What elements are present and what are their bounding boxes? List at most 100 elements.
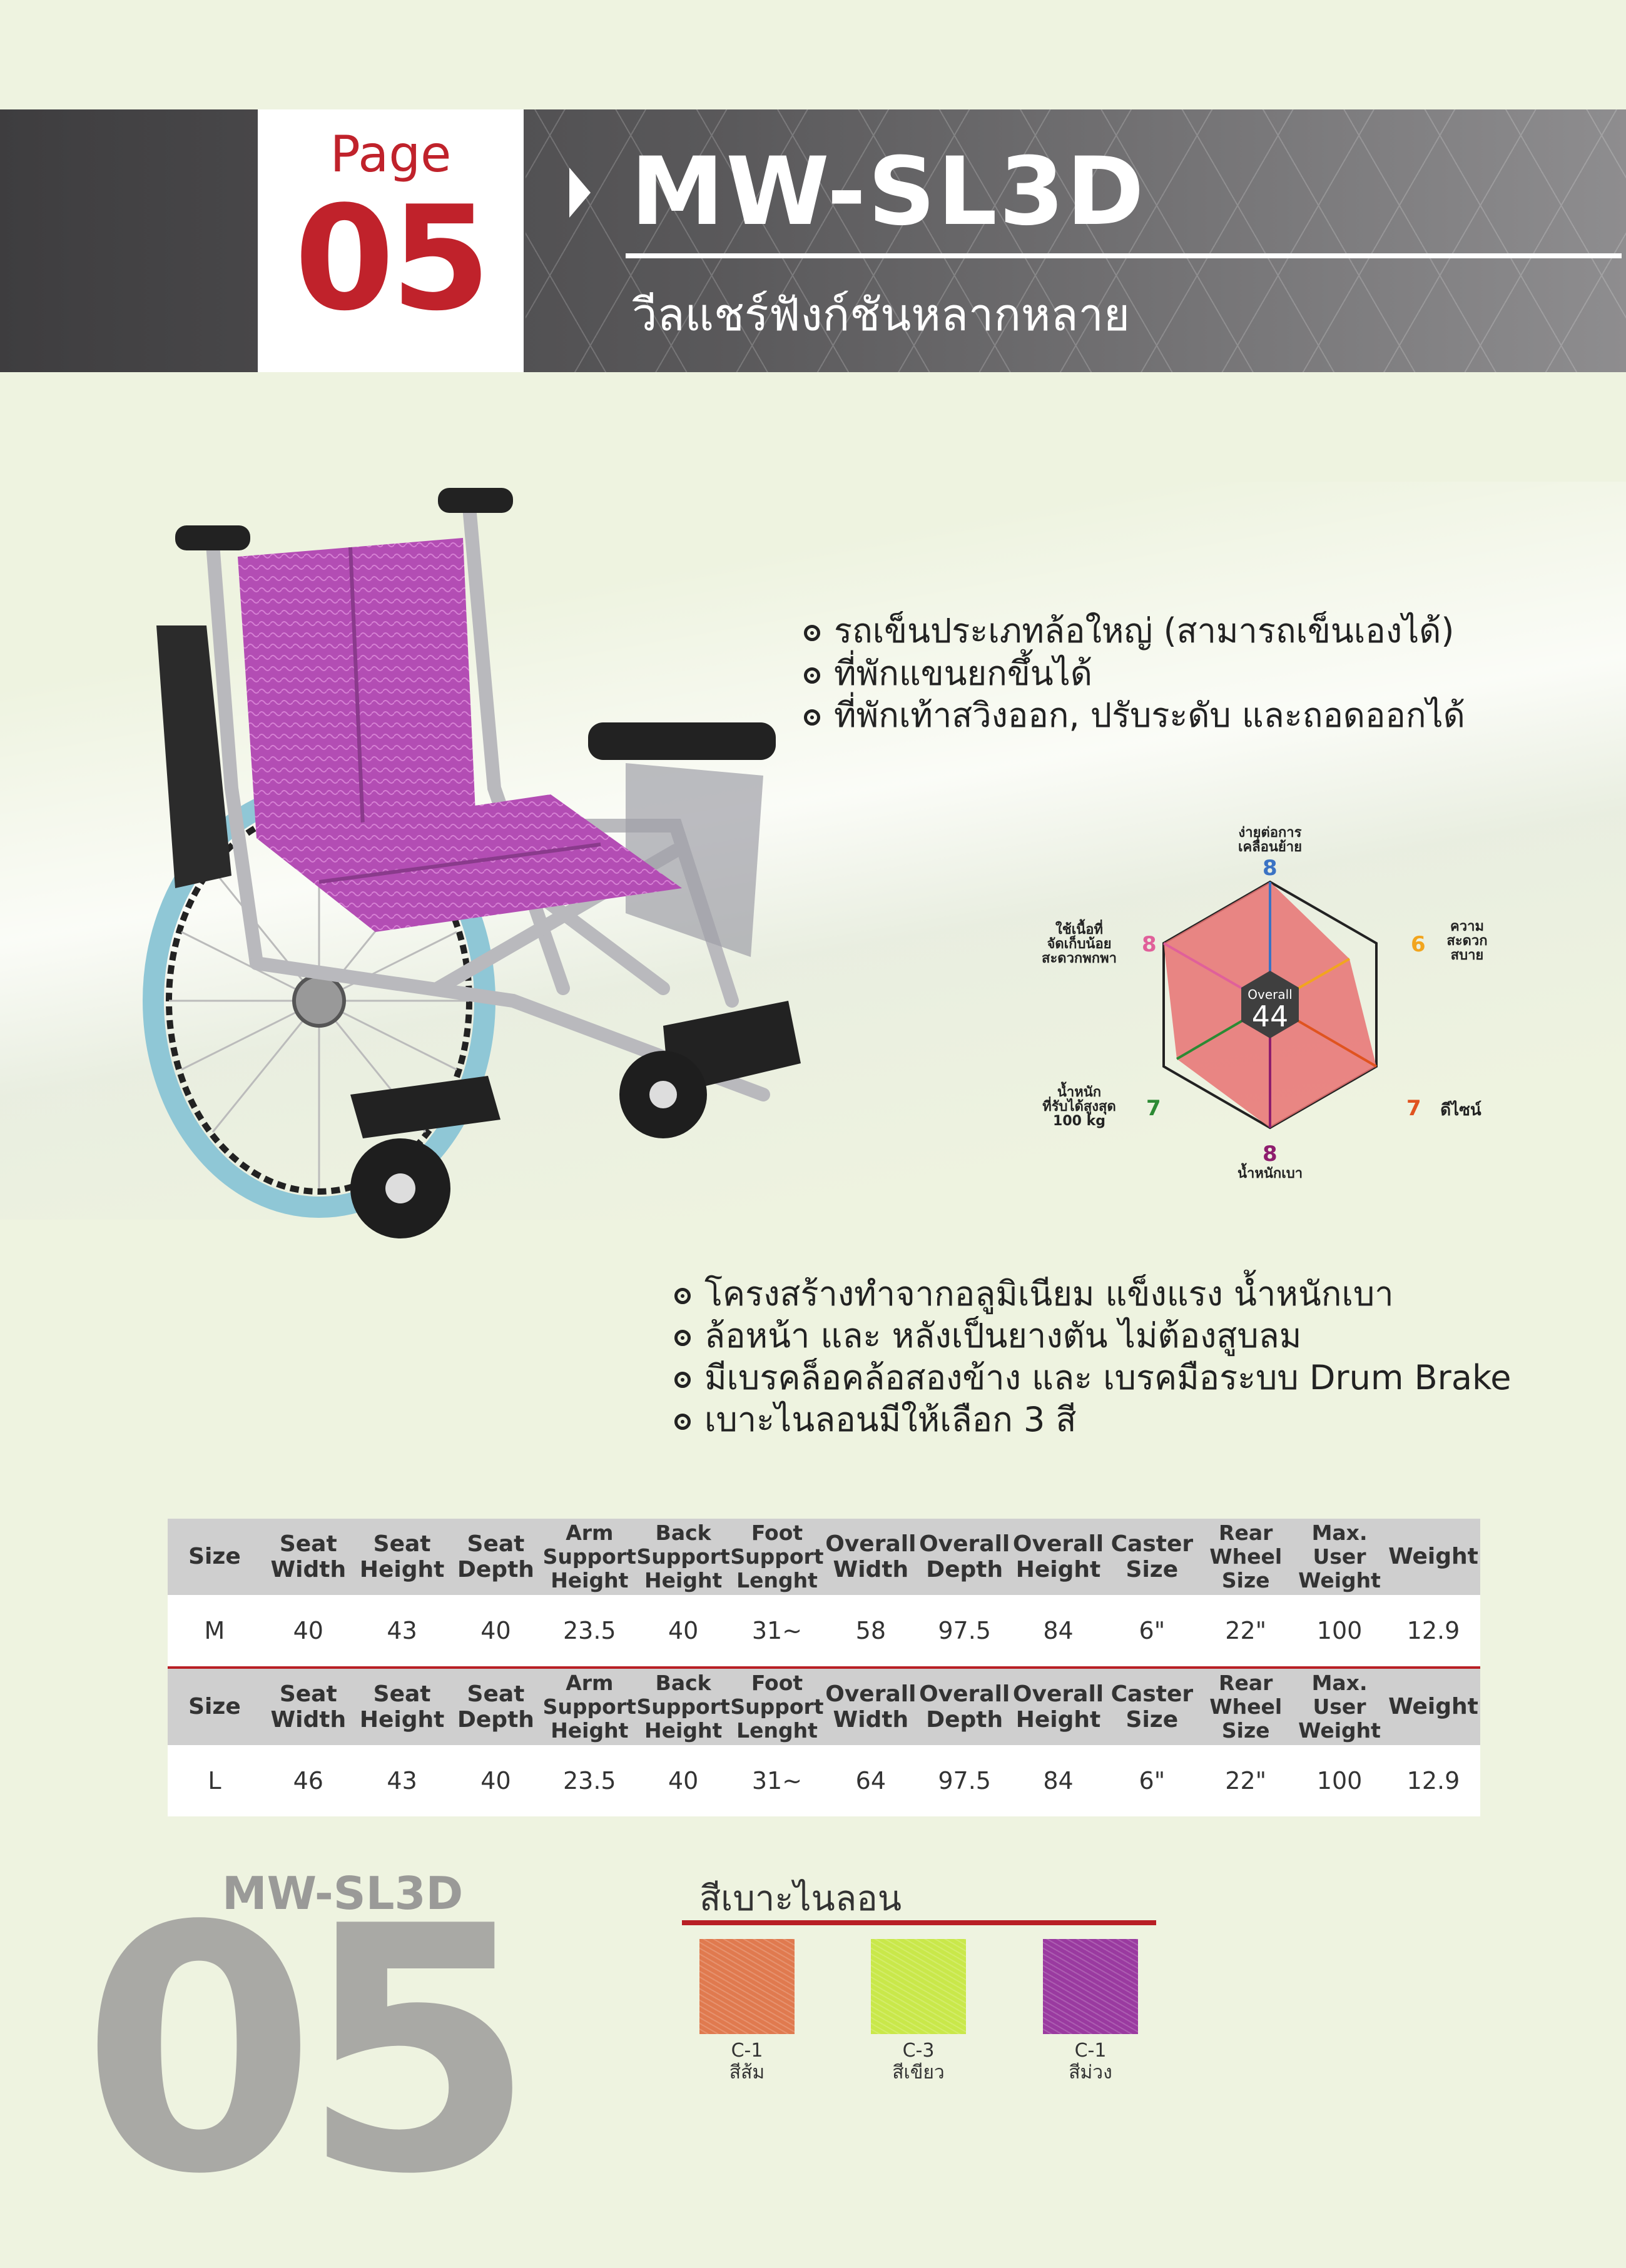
bullet-icon bbox=[804, 709, 820, 726]
spec-header-line: Size bbox=[188, 1694, 241, 1720]
title-divider bbox=[626, 253, 1622, 258]
spec-header-line: Size bbox=[1221, 1567, 1270, 1592]
spec-header-cell: Size bbox=[168, 1519, 262, 1595]
spec-header-line: Wheel bbox=[1209, 1544, 1283, 1569]
spec-header-line: Arm bbox=[566, 1521, 614, 1546]
spec-header-line: Height bbox=[359, 1707, 445, 1733]
spec-cell: 23.5 bbox=[542, 1595, 637, 1666]
feature-item: เบาะไนลอนมีให้เลือก 3 สี bbox=[674, 1399, 1512, 1441]
radar-axis-value: 8 bbox=[1263, 1142, 1278, 1167]
spec-cell: 40 bbox=[636, 1745, 731, 1816]
spec-header-line: Size bbox=[1221, 1718, 1270, 1743]
spec-cell: 31~ bbox=[730, 1595, 824, 1666]
spec-header-line: Depth bbox=[457, 1707, 534, 1733]
spec-cell: 40 bbox=[449, 1595, 543, 1666]
spec-cell: 22" bbox=[1199, 1595, 1293, 1666]
subtitle: วีลแชร์ฟังก์ชันหลากหลาย bbox=[632, 288, 1131, 341]
colors-title: สีเบาะไนลอน bbox=[699, 1878, 902, 1919]
feature-item: โครงสร้างทำจากอลูมิเนียม แข็งแรง น้ำหนัก… bbox=[674, 1273, 1512, 1315]
radar-axis-value: 8 bbox=[1142, 932, 1157, 957]
spec-cell: 97.5 bbox=[917, 1745, 1012, 1816]
spec-header-line: Rear bbox=[1219, 1671, 1273, 1696]
spec-header-line: Seat bbox=[373, 1531, 431, 1557]
spec-cell: 100 bbox=[1293, 1595, 1386, 1666]
spec-header-line: Back bbox=[655, 1521, 711, 1546]
spec-cell: 100 bbox=[1293, 1745, 1386, 1816]
radar-axis-label: ง่ายต่อการเคลื่อนย้าย bbox=[1237, 825, 1303, 856]
spec-header-cell: Weight bbox=[1386, 1519, 1480, 1595]
spec-header-line: Weight bbox=[1388, 1694, 1478, 1720]
spec-cell: 43 bbox=[355, 1745, 449, 1816]
spec-header-line: Size bbox=[1125, 1707, 1179, 1733]
spec-header-line: Back bbox=[655, 1671, 711, 1696]
spec-header-line: Support bbox=[542, 1544, 636, 1569]
bullet-icon bbox=[674, 1372, 691, 1389]
spec-header-line: User bbox=[1313, 1544, 1366, 1569]
radar-axis-label: ใช้เนื้อที่จัดเก็บน้อยสะดวกพกพา bbox=[1042, 922, 1117, 967]
features-top: รถเข็นประเภทล้อใหญ่ (สามารถเข็นเองได้) ท… bbox=[804, 610, 1465, 737]
spec-header-line: Height bbox=[644, 1718, 723, 1743]
table-divider bbox=[168, 1666, 1480, 1670]
bullet-icon bbox=[804, 667, 820, 684]
spec-cell: 97.5 bbox=[917, 1595, 1012, 1666]
spec-header-line: Seat bbox=[279, 1681, 337, 1707]
spec-header-line: Width bbox=[833, 1557, 909, 1582]
spec-cell: 40 bbox=[261, 1595, 355, 1666]
radar-axis-value: 6 bbox=[1411, 932, 1426, 957]
bullet-icon bbox=[804, 625, 820, 642]
spec-cell: 12.9 bbox=[1386, 1595, 1480, 1666]
bullet-icon bbox=[674, 1330, 691, 1347]
spec-header-line: Overall bbox=[825, 1681, 917, 1707]
spec-header-line: Height bbox=[359, 1557, 445, 1582]
spec-cell: 23.5 bbox=[542, 1745, 637, 1816]
spec-header-line: Overall bbox=[825, 1531, 917, 1557]
spec-cell: 12.9 bbox=[1386, 1745, 1480, 1816]
spec-header-line: Overall bbox=[1012, 1531, 1104, 1557]
spec-header-line: Foot bbox=[751, 1671, 803, 1696]
spec-header-line: Max. bbox=[1311, 1521, 1368, 1546]
spec-header-line: Support bbox=[636, 1694, 730, 1719]
spec-cell: 46 bbox=[261, 1745, 355, 1816]
spec-cell: 31~ bbox=[730, 1745, 824, 1816]
spec-header-line: Weight bbox=[1388, 1544, 1478, 1570]
title-arrow-icon bbox=[569, 168, 591, 218]
footer-model: MW-SL3D bbox=[222, 1867, 464, 1920]
spec-header-line: Size bbox=[1125, 1557, 1179, 1582]
feature-item: ที่พักเท้าสวิงออก, ปรับระดับ และถอดออกได… bbox=[804, 694, 1465, 737]
feature-item: มีเบรคล็อคล้อสองข้าง และ เบรคมือระบบ Dru… bbox=[674, 1357, 1512, 1399]
big-page-number: 05 bbox=[81, 1855, 536, 2248]
header-pattern bbox=[526, 109, 1626, 372]
spec-header-line: Depth bbox=[926, 1557, 1004, 1582]
spec-header-line: Width bbox=[270, 1557, 347, 1582]
feature-item: ที่พักแขนยกขึ้นได้ bbox=[804, 652, 1465, 695]
bullet-icon bbox=[674, 1414, 691, 1430]
spec-header-line: Height bbox=[551, 1718, 629, 1743]
page-box bbox=[258, 109, 524, 372]
colors-divider bbox=[682, 1920, 1156, 1925]
spec-header-line: Caster bbox=[1110, 1681, 1194, 1707]
spec-cell: 43 bbox=[355, 1595, 449, 1666]
